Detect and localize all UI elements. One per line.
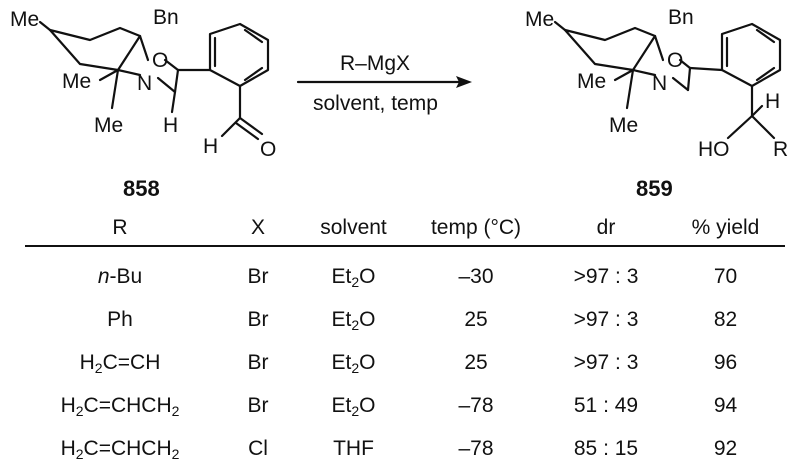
cell-temp: –30 bbox=[458, 264, 494, 288]
cell-temp: 25 bbox=[464, 350, 488, 374]
cell-dr: 85 : 15 bbox=[573, 436, 639, 460]
product-ho: HO bbox=[698, 138, 730, 161]
cell-yield: 92 bbox=[713, 436, 738, 460]
cell-temp: 25 bbox=[464, 307, 488, 331]
table-row: n-Bu Br Et2O –30 >97 : 3 70 bbox=[25, 246, 785, 298]
product-me-low: Me bbox=[609, 114, 638, 137]
product-o: O bbox=[667, 49, 683, 72]
cell-r: H2C=CHCH2 bbox=[60, 393, 180, 419]
cell-yield: 96 bbox=[713, 350, 738, 374]
cell-r: H2C=CHCH2 bbox=[60, 436, 180, 462]
cell-dr: >97 : 3 bbox=[573, 307, 639, 331]
cell-solvent: THF bbox=[333, 436, 374, 460]
reactant-compound-number: 858 bbox=[123, 176, 160, 201]
cell-dr: 51 : 49 bbox=[573, 393, 639, 417]
reactant-h: H bbox=[163, 114, 178, 137]
cell-yield: 70 bbox=[713, 264, 738, 288]
table-row: H2C=CH Br Et2O 25 >97 : 3 96 bbox=[25, 341, 785, 384]
cell-r: Ph bbox=[107, 307, 133, 331]
cell-dr: >97 : 3 bbox=[573, 264, 639, 288]
product-h: H bbox=[765, 90, 780, 113]
cell-x: Br bbox=[247, 350, 269, 374]
cell-temp: –78 bbox=[458, 393, 494, 417]
product-bn: Bn bbox=[668, 6, 694, 29]
product-structure bbox=[553, 20, 782, 140]
header-temp: temp (°C) bbox=[406, 211, 546, 247]
conditions-label: solvent, temp bbox=[313, 92, 438, 115]
reactant-n: N bbox=[137, 72, 152, 95]
cell-solvent: Et2O bbox=[331, 264, 376, 290]
cell-temp: –78 bbox=[458, 436, 494, 460]
cell-solvent: Et2O bbox=[331, 393, 376, 419]
cell-x: Cl bbox=[248, 436, 268, 460]
cell-solvent: Et2O bbox=[331, 307, 376, 333]
cell-dr: >97 : 3 bbox=[573, 350, 639, 374]
product-compound-number: 859 bbox=[636, 176, 673, 201]
table-row: H2C=CHCH2 Br Et2O –78 51 : 49 94 bbox=[25, 384, 785, 427]
results-table: R X solvent temp (°C) dr % yield n-Bu Br… bbox=[25, 211, 785, 470]
cell-solvent: Et2O bbox=[331, 350, 376, 376]
reactant-me-low: Me bbox=[94, 114, 123, 137]
cell-x: Br bbox=[247, 307, 269, 331]
cell-r: H2C=CH bbox=[79, 350, 161, 376]
product-r: R bbox=[773, 138, 788, 161]
cell-x: Br bbox=[247, 264, 269, 288]
header-solvent: solvent bbox=[301, 211, 406, 247]
reactant-aldehyde-h: H bbox=[203, 135, 218, 158]
header-r: R bbox=[25, 211, 215, 247]
table-header-row: R X solvent temp (°C) dr % yield bbox=[25, 211, 785, 247]
product-n: N bbox=[652, 72, 667, 95]
reaction-scheme: Me Bn O N Me Me H H O 858 R–MgX solvent,… bbox=[10, 6, 788, 201]
table-row: Ph Br Et2O 25 >97 : 3 82 bbox=[25, 298, 785, 341]
cell-r: n-Bu bbox=[97, 264, 143, 288]
cell-yield: 94 bbox=[713, 393, 738, 417]
header-dr: dr bbox=[546, 211, 666, 247]
reactant-me-mid: Me bbox=[62, 70, 91, 93]
reactant-structure bbox=[38, 20, 270, 141]
cell-x: Br bbox=[247, 393, 269, 417]
reagent-label: R–MgX bbox=[340, 52, 410, 75]
header-x: X bbox=[215, 211, 301, 247]
product-me-top: Me bbox=[525, 8, 554, 31]
cell-yield: 82 bbox=[713, 307, 738, 331]
reactant-o: O bbox=[152, 49, 168, 72]
product-me-mid: Me bbox=[577, 70, 606, 93]
reactant-aldehyde-o: O bbox=[260, 138, 276, 161]
table-row: H2C=CHCH2 Cl THF –78 85 : 15 92 bbox=[25, 427, 785, 470]
header-yield: % yield bbox=[666, 211, 785, 247]
reactant-me-top: Me bbox=[10, 8, 39, 31]
reactant-bn: Bn bbox=[153, 6, 179, 29]
arrowhead bbox=[456, 76, 472, 88]
